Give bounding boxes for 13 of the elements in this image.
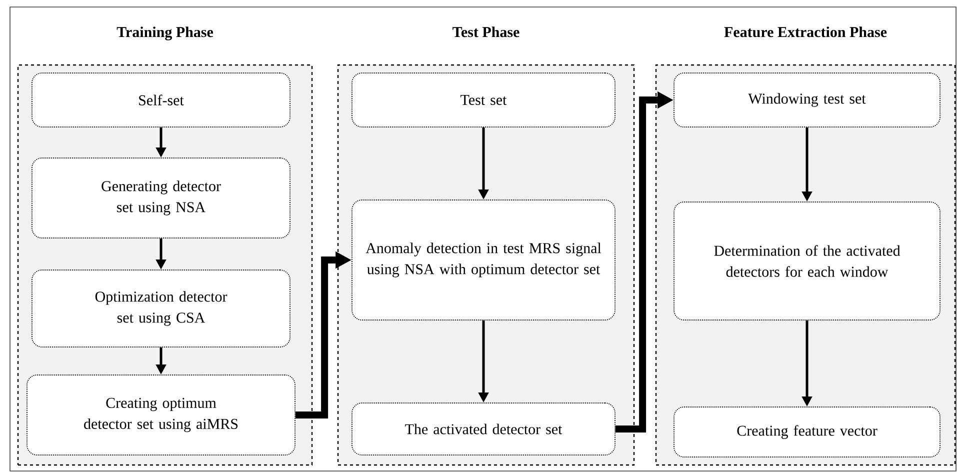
node-label: Training Phase xyxy=(116,26,214,40)
process-box: Test set xyxy=(352,72,616,128)
process-box: Windowing test set xyxy=(674,72,940,128)
process-box: Self-set xyxy=(32,72,290,128)
process-box: Creating feature vector xyxy=(674,406,940,458)
process-box: Anomaly detection in test MRS signal using NSA with optimum detector set xyxy=(352,200,616,320)
process-box: The activated detector set xyxy=(352,402,616,456)
process-box: Determination of the activated detectors for each window xyxy=(674,202,940,320)
node-label: Test Phase xyxy=(452,26,520,38)
process-box: Creating optimum detector set using aiMRS xyxy=(26,374,296,456)
process-box: Generating detector set using NSA xyxy=(32,158,290,238)
node-label: Feature Extraction Phase xyxy=(724,26,887,38)
process-box: Optimization detector set using CSA xyxy=(32,270,290,348)
